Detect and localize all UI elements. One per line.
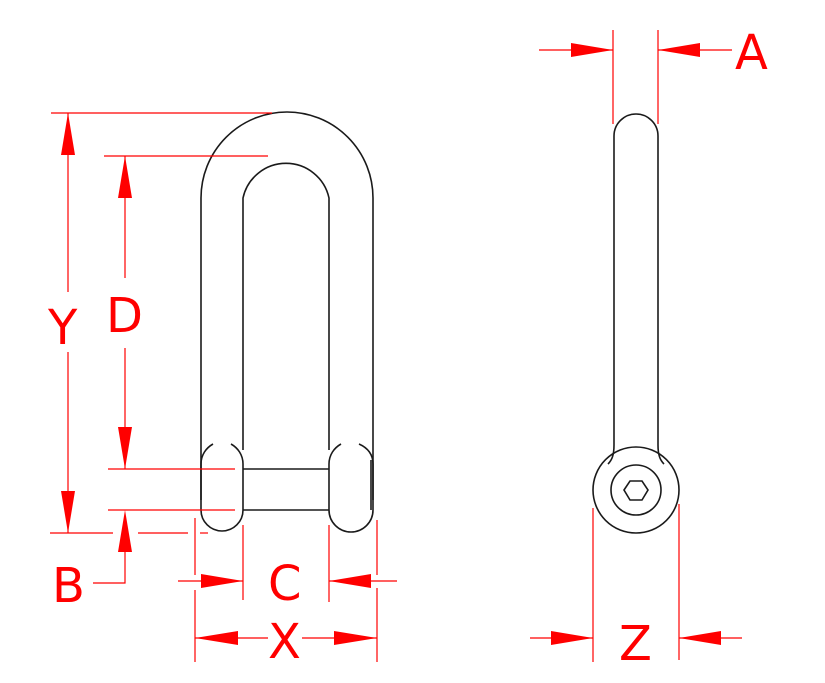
label-d: D	[106, 288, 143, 344]
front-dimensions: Y D B C	[47, 112, 397, 670]
hex-socket-icon	[623, 480, 649, 501]
label-y: Y	[47, 300, 78, 356]
shackle-inner-outline	[242, 162, 330, 450]
dimension-a: A	[539, 25, 768, 124]
pin-head-circle	[610, 464, 662, 516]
dimension-y: Y	[47, 113, 78, 533]
dimension-z: Z	[530, 504, 742, 672]
left-pin-boss	[200, 443, 244, 532]
dimension-b: B	[52, 510, 132, 614]
side-body-outline	[613, 113, 665, 465]
side-dimensions: A Z	[530, 25, 768, 672]
dimension-d: D	[106, 156, 143, 469]
dimension-c: C	[178, 556, 397, 612]
label-a: A	[735, 25, 768, 81]
label-x: X	[268, 614, 301, 670]
label-c: C	[268, 556, 302, 612]
dimension-x: X	[195, 614, 377, 670]
side-view	[592, 113, 680, 534]
shackle-outer-outline	[200, 111, 374, 500]
right-pin-boss	[328, 443, 374, 533]
label-b: B	[52, 558, 85, 614]
pin-eye-outer	[592, 446, 680, 534]
front-view	[200, 111, 374, 533]
label-z: Z	[619, 616, 652, 672]
